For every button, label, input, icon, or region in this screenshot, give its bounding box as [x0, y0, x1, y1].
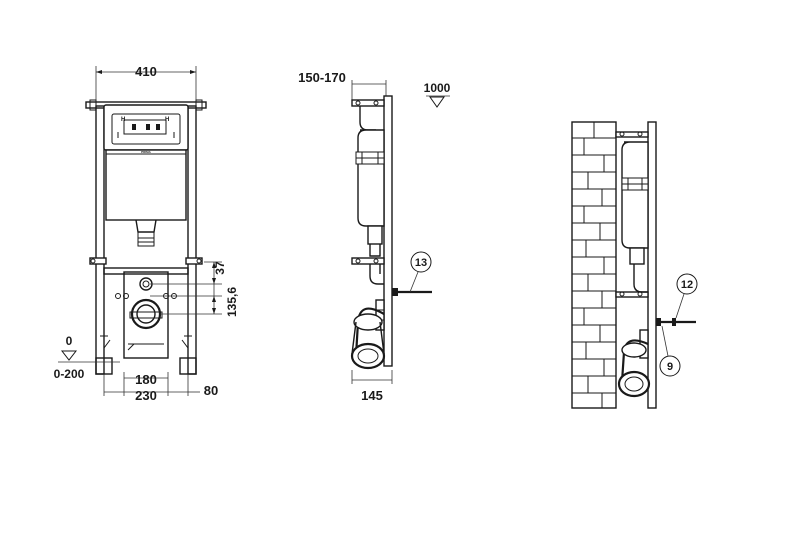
depth-dimension-label: 150-170	[298, 70, 346, 85]
installed-view: 12 9	[571, 121, 698, 409]
adjustment-range-label: 0-200	[54, 367, 85, 381]
svg-text:PRIMA: PRIMA	[141, 150, 152, 154]
dimension-135-6-label: 135,6	[225, 287, 239, 317]
dimension-80-label: 80	[204, 383, 218, 398]
front-view: 410 H H PRIMA	[54, 64, 239, 403]
width-dimension-label: 410	[135, 64, 157, 79]
level-zero-label: 0	[66, 334, 73, 348]
dimension-37-label: 37	[213, 261, 227, 275]
brick-wall	[571, 121, 617, 409]
dimension-180-label: 180	[135, 372, 157, 387]
callout-13-label: 13	[415, 257, 427, 269]
svg-text:H: H	[165, 117, 169, 123]
callout-12-label: 12	[681, 279, 693, 291]
callout-9-label: 9	[667, 361, 673, 373]
dimension-230-label: 230	[135, 388, 157, 403]
base-dimension-label: 145	[361, 388, 383, 403]
height-level-label: 1000	[424, 81, 451, 95]
side-view: 150-170 1000 13	[298, 70, 451, 403]
svg-text:H: H	[121, 117, 125, 123]
